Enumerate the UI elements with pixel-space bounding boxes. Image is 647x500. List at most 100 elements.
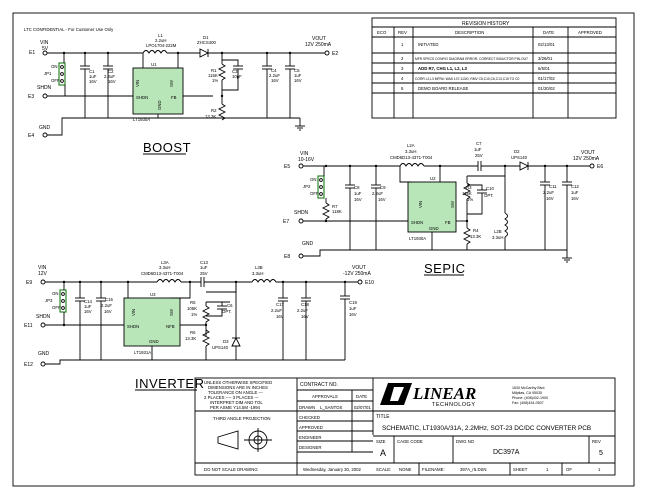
inv-jp3-off: OFF (52, 305, 61, 310)
rev-row-4-rev: 4 (401, 76, 404, 81)
sepic-c11-value: 2.2uF (543, 190, 554, 195)
tb-note-6: PER ASME Y14.5M -1994 (210, 405, 261, 410)
inv-r6-ref: R6 (190, 330, 196, 335)
tb-cage-label: CAGE CODE (397, 439, 423, 444)
inv-e10: E10 (365, 280, 374, 286)
boost-c2-volt: 16V (108, 79, 116, 84)
boost-jp1-ref: JP1 (44, 71, 52, 76)
boost-c3-ref: C3 (232, 69, 238, 74)
boost-r1-tol: 1% (212, 78, 218, 83)
inv-d3-diode (231, 336, 241, 347)
tb-drawn: DRAWN (299, 405, 315, 410)
revision-history-table: REVISION HISTORY ECO REV DESCRIPTION DAT… (371, 17, 617, 119)
tb-no-scale: DO NOT SCALE DRAWING (204, 467, 258, 472)
drawing-frame (12, 12, 635, 487)
sepic-r3-ref: R3 (466, 185, 472, 190)
inv-r5-tol: 1% (191, 312, 197, 317)
sepic-pin-sw: SW (450, 200, 455, 208)
sepic-d2-part: UPS140 (511, 155, 528, 160)
rev-row-1-desc: INITIATED (418, 42, 438, 47)
inv-r6-value: 13.3K (185, 336, 196, 341)
tb-rev-label: REV (592, 439, 601, 444)
inv-c14-volt: 16V (84, 309, 92, 314)
boost-c4-ref: C4 (271, 68, 277, 73)
boost-vout-label: VOUT (312, 36, 326, 42)
boost-c4-value: 2.2uF (269, 73, 280, 78)
sepic-e5: E5 (284, 164, 290, 170)
boost-l1-value: 2.2uH (155, 38, 166, 43)
boost-c1-volt: 16V (89, 79, 97, 84)
tb-print-date: Wednesday, January 30, 2002 (303, 467, 361, 472)
boost-u1-ref: U1 (151, 62, 157, 67)
rev-row-3-rev: 3 (401, 66, 404, 71)
boost-vin-label: VIN (40, 40, 49, 46)
tb-address-4: Fax: (408)434-0507 (512, 401, 544, 405)
sepic-vin-value: 10-16V (298, 157, 315, 163)
tb-address-3: Phone: (408)432-1900 (512, 396, 548, 400)
sepic-r4-value: 13.3K (470, 234, 481, 239)
boost-e4-terminal (42, 132, 48, 138)
inv-r5-value: 105K (187, 306, 197, 311)
tb-date-header: DATE (356, 394, 367, 399)
tb-scale-label: SCALE: (376, 467, 391, 472)
col-eco: ECO (377, 30, 387, 35)
boost-r1-resistor (217, 63, 227, 81)
inv-pin-nfb: NFB (166, 324, 175, 329)
rev-row-3-date: 6/6/01 (538, 66, 551, 71)
rev-row-1-rev: 1 (401, 42, 404, 47)
confidential-note: LTC CONFIDENTIAL - For Customer Use Only (24, 27, 114, 32)
sepic-jp2-jumper (317, 175, 325, 199)
tb-note-2: DIMENSIONS ARE IN INCHES (208, 385, 268, 390)
rev-row-1-date: 02/13/01 (538, 42, 555, 47)
sepic-pin-gnd: GND (429, 226, 439, 231)
tb-note-3: TOLERANCE ON ANGLE --- (208, 390, 263, 395)
boost-part-name: LT1930A (133, 117, 150, 122)
tb-size: A (380, 448, 386, 458)
sepic-c9-value: 2.2uF (372, 191, 383, 196)
inv-c17-value: 2.2uF (271, 308, 282, 313)
sepic-c9-volt: 16V (378, 197, 386, 202)
sepic-c10-ref: C10 (486, 186, 494, 191)
tb-address-2: Milpitas, CA 95035 (512, 391, 542, 395)
sepic-c7-value: 1uF (474, 147, 482, 152)
boost-e2-terminal (324, 50, 330, 56)
boost-d1-diode (199, 48, 210, 58)
boost-e1: E1 (29, 50, 35, 56)
sepic-c12-value: 1uF (571, 190, 579, 195)
sepic-d2-ref: D2 (514, 149, 520, 154)
sepic-c8-ref: C8 (354, 185, 360, 190)
sepic-vin-label: VIN (300, 151, 309, 157)
boost-u1-ic (132, 67, 184, 115)
inv-l3a-ref: L3A (161, 260, 169, 265)
title-block: UNLESS OTHERWISE SPECIFIED DIMENSIONS AR… (194, 377, 616, 476)
sepic-e7-terminal (298, 218, 304, 224)
sepic-c8-volt: 16V (354, 197, 362, 202)
inv-pin-gnd: GND (149, 339, 159, 344)
inv-jp3-on: ON (52, 291, 58, 296)
inv-jp3-jumper (59, 289, 67, 313)
boost-e3: E3 (28, 94, 34, 100)
sepic-pin-vin: VIN (418, 201, 423, 208)
logo-sub: TECHNOLOGY (432, 402, 476, 408)
sepic-r7-value: 118K (332, 209, 342, 214)
inv-e9-terminal (40, 279, 46, 285)
sepic-r4-resistor (462, 227, 472, 245)
boost-circuit: VIN 5V E1 L1 2.2uH LPO1704-222M D1 ZHCS4… (28, 33, 338, 139)
inv-l3a-value: 3.3uH (159, 265, 170, 270)
boost-d1-part: ZHCS400 (197, 40, 216, 45)
sepic-e5-terminal (298, 163, 304, 169)
sepic-r4-ref: R4 (473, 228, 479, 233)
inv-jp3-ref: JP3 (45, 298, 53, 303)
tb-title: SCHEMATIC, LT1930A/31A, 2.2MHz, SOT-23 D… (382, 425, 591, 432)
inv-c14-value: 1uF (84, 304, 92, 309)
col-approved: APPROVED (578, 30, 602, 35)
rev-row-3-desc: ADD R7, CHG L1, L2, L3 (418, 66, 468, 71)
inv-e11: E11 (24, 323, 33, 329)
boost-pin-sw: SW (169, 79, 174, 87)
sepic-e6-terminal (589, 163, 595, 169)
inv-vin-label: VIN (38, 265, 47, 271)
tb-filename-label: FILENAME: (422, 467, 445, 472)
tb-sheet-label: SHEET (513, 467, 528, 472)
sepic-c12-volt: 16V (571, 196, 579, 201)
